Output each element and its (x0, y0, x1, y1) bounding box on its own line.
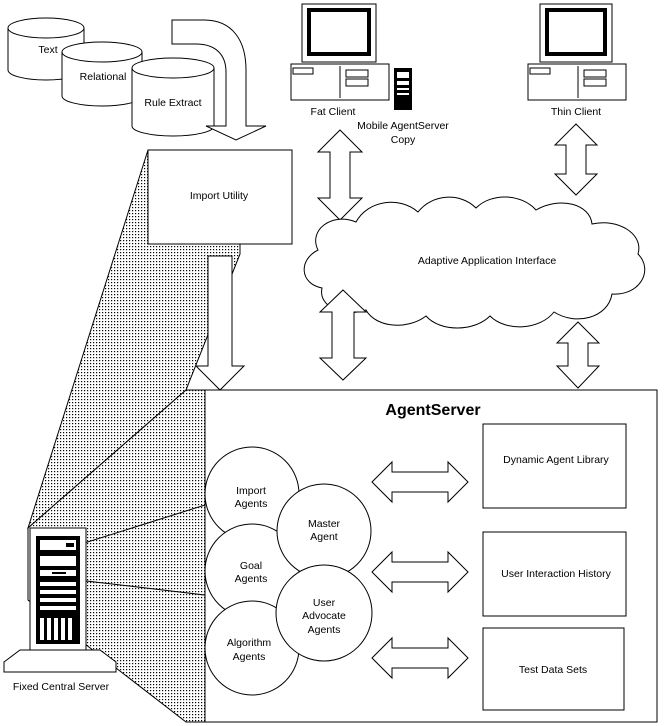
relational-database: Relational (61, 41, 143, 107)
agents-library-arrow (371, 460, 469, 504)
text-database-label: Text (38, 44, 57, 56)
user-interaction-history-box (482, 531, 627, 617)
import-utility-box (147, 149, 293, 245)
user-interaction-history-label: User Interaction History (501, 568, 611, 580)
user-advocate-agents-circle: User Advocate Agents (275, 564, 373, 662)
algorithm-agents-label-line1: Algorithm (227, 637, 272, 649)
dynamic-agent-library-box (482, 423, 627, 509)
adaptive-interface-label: Adaptive Application Interface (418, 255, 557, 267)
fat-client-interface-arrow (316, 129, 364, 221)
algorithm-agents-label-line2: Agents (233, 651, 266, 663)
import-utility-label: Import Utility (190, 190, 249, 202)
dynamic-agent-library-label: Dynamic Agent Library (503, 454, 609, 466)
mobile-agentserver-tower-icon (394, 68, 412, 110)
thin-client-label: Thin Client (551, 106, 601, 118)
master-agent-circle: Master Agent (276, 483, 372, 579)
rule-extract-database-label: Rule Extract (144, 97, 201, 109)
user-advocate-label-line3: Agents (308, 624, 341, 636)
user-advocate-label-line2: Advocate (302, 610, 346, 622)
goal-agents-label-line2: Agents (235, 573, 268, 585)
mobile-agentserver-label-line2: Copy (391, 134, 416, 146)
goal-agents-label-line1: Goal (240, 560, 262, 572)
database-import-arrow (171, 19, 267, 141)
interface-agentserver-arrow-right (555, 321, 601, 389)
import-to-agentserver-arrow (194, 255, 246, 391)
import-agents-label-line1: Import (236, 485, 266, 497)
import-agents-label-line2: Agents (235, 498, 268, 510)
rule-extract-database: Rule Extract (131, 57, 215, 137)
interface-agentserver-arrow-left (318, 289, 368, 381)
adaptive-interface-cloud (303, 196, 646, 329)
relational-database-label: Relational (80, 71, 127, 83)
agents-testdata-arrow (371, 636, 469, 680)
import-agents-circle: Import Agents (204, 446, 300, 542)
fat-client-computer-icon (290, 3, 390, 101)
thin-client-interface-arrow (553, 123, 599, 196)
agentserver-title: AgentServer (385, 402, 480, 419)
thin-client-computer-icon (527, 3, 627, 101)
fat-client-label: Fat Client (311, 106, 356, 118)
fixed-central-server-icon (3, 527, 117, 673)
agents-history-arrow (371, 550, 469, 594)
mobile-agentserver-label-line1: Mobile AgentServer (357, 120, 449, 132)
master-agent-label-line1: Master (308, 518, 341, 530)
test-data-sets-label: Test Data Sets (519, 664, 587, 676)
algorithm-agents-circle: Algorithm Agents (204, 600, 300, 696)
fixed-central-server-label: Fixed Central Server (13, 681, 110, 693)
test-data-sets-box (482, 627, 625, 711)
user-advocate-label-line1: User (313, 597, 336, 609)
master-agent-label-line2: Agent (310, 531, 338, 543)
